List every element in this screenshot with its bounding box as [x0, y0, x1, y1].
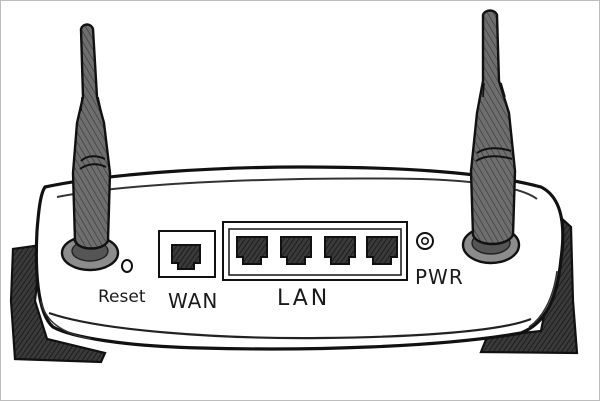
lan-port-group	[222, 221, 408, 281]
pwr-label: PWR	[415, 265, 464, 289]
wan-label: WAN	[168, 289, 218, 313]
lan-port-4	[366, 236, 398, 265]
wan-port	[158, 230, 216, 278]
lan-port-2	[280, 236, 312, 265]
power-led	[416, 232, 434, 250]
lan-port-1	[236, 236, 268, 265]
lan-label: LAN	[277, 286, 330, 311]
reset-label: Reset	[98, 287, 146, 307]
lan-port-3	[324, 236, 356, 265]
right-antenna	[461, 9, 521, 265]
left-antenna	[60, 23, 120, 272]
reset-pinhole	[121, 259, 133, 273]
